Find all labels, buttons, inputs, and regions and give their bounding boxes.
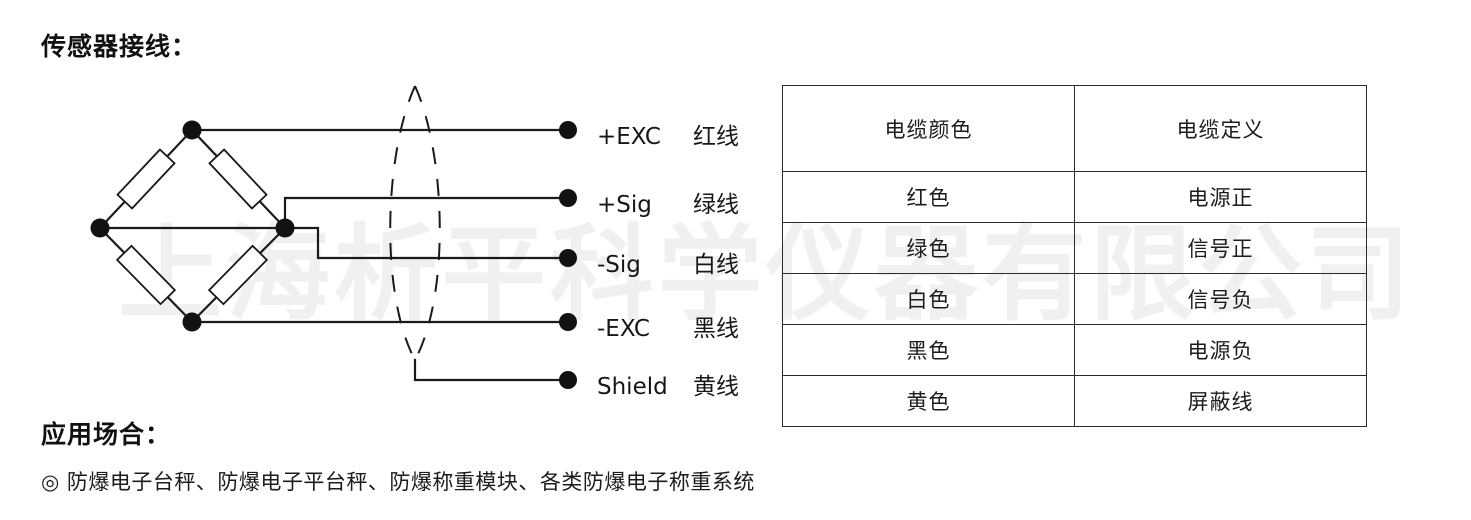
strain-gauge-bottom-right — [207, 244, 269, 306]
wire-signal-sig-neg: -Sig — [597, 252, 641, 278]
column-header-cable-definition: 电缆定义 — [1074, 85, 1367, 172]
table-row: 黄色 屏蔽线 — [782, 375, 1367, 427]
wire-color-sig-neg: 白线 — [693, 252, 739, 278]
terminal-exc-neg — [559, 313, 577, 331]
wire-shield — [413, 358, 562, 382]
wire-label-exc-neg: -EXC 黑线 — [597, 309, 739, 343]
wire-color-exc-neg: 黑线 — [693, 316, 739, 342]
table-row: 绿色 信号正 — [782, 222, 1367, 274]
bridge-node-bottom — [182, 312, 202, 332]
cell-cable-color: 绿色 — [782, 222, 1075, 274]
application-list-item: ◎防爆电子台秤、防爆电子平台秤、防爆称重模块、各类防爆电子称重系统 — [41, 466, 755, 496]
wire-signal-sig-pos: +Sig — [597, 192, 652, 218]
wire-sig-neg — [283, 226, 562, 260]
table-row: 红色 电源正 — [782, 171, 1367, 223]
cable-definition-table: 电缆颜色 电缆定义 红色 电源正 绿色 信号正 白色 信号负 黑色 电源负 黄色 — [782, 85, 1367, 427]
wire-label-sig-pos: +Sig 绿线 — [597, 185, 739, 219]
cell-cable-definition: 信号正 — [1074, 222, 1367, 274]
wire-label-shield: Shield 黄线 — [597, 367, 739, 401]
strain-gauge-top-left — [116, 148, 176, 210]
wire-label-exc-pos: +EXC 红线 — [597, 117, 739, 151]
table-row: 白色 信号负 — [782, 273, 1367, 325]
terminal-sig-neg — [559, 249, 577, 267]
page-title-wiring: 传感器接线： — [41, 32, 198, 61]
bridge-node-left — [90, 218, 110, 238]
application-list-text: 防爆电子台秤、防爆电子平台秤、防爆称重模块、各类防爆电子称重系统 — [66, 470, 755, 494]
table-header-row: 电缆颜色 电缆定义 — [782, 85, 1367, 172]
wire-color-sig-pos: 绿线 — [693, 192, 739, 218]
bridge-nodes — [90, 120, 295, 332]
wire-color-exc-pos: 红线 — [693, 124, 739, 150]
cell-cable-definition: 电源负 — [1074, 324, 1367, 376]
terminal-shield — [559, 371, 577, 389]
wiring-diagram — [90, 85, 577, 389]
wire-signal-exc-neg: -EXC — [597, 316, 650, 342]
terminal-sig-pos — [559, 189, 577, 207]
wire-signal-shield: Shield — [597, 374, 668, 400]
cell-cable-color: 红色 — [782, 171, 1075, 223]
wire-sig-pos — [283, 196, 562, 230]
wire-color-shield: 黄线 — [693, 374, 739, 400]
cable-sheath-left — [389, 85, 416, 361]
bridge-node-right — [275, 218, 295, 238]
bridge-node-top — [182, 120, 202, 140]
page-title-applications: 应用场合： — [41, 420, 172, 449]
table-row: 黑色 电源负 — [782, 324, 1367, 376]
column-header-cable-color: 电缆颜色 — [782, 85, 1075, 172]
cable-sheath-right — [414, 85, 441, 361]
wire-label-sig-neg: -Sig 白线 — [597, 245, 739, 279]
cell-cable-color: 黑色 — [782, 324, 1075, 376]
terminals — [559, 121, 577, 389]
cell-cable-definition: 屏蔽线 — [1074, 375, 1367, 427]
cell-cable-color: 白色 — [782, 273, 1075, 325]
strain-gauge-bottom-left — [115, 244, 177, 306]
terminal-exc-pos — [559, 121, 577, 139]
wire-signal-exc-pos: +EXC — [597, 124, 661, 150]
cell-cable-definition: 电源正 — [1074, 171, 1367, 223]
strain-gauge-top-right — [208, 148, 268, 210]
circle-bullet-icon: ◎ — [41, 470, 60, 494]
cell-cable-color: 黄色 — [782, 375, 1075, 427]
cell-cable-definition: 信号负 — [1074, 273, 1367, 325]
